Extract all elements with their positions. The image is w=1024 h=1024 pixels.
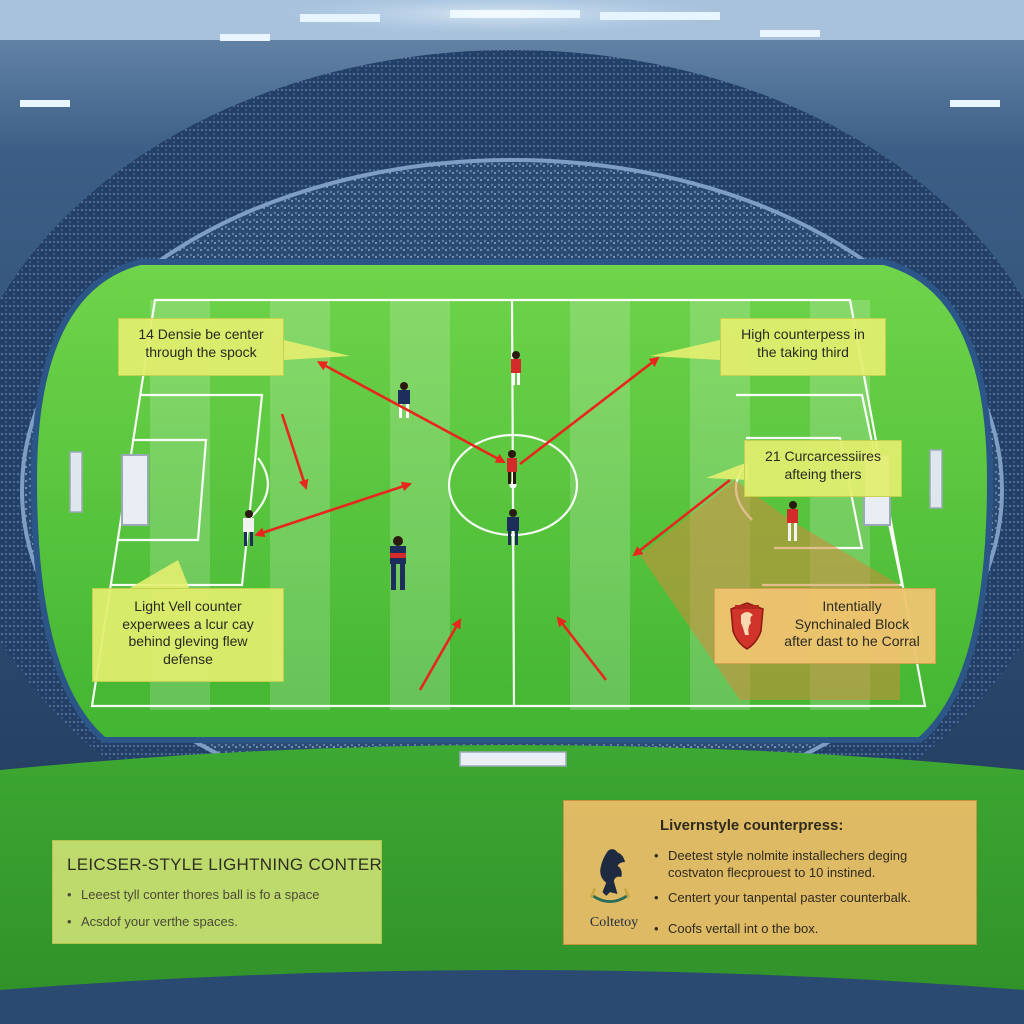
- callout-line: defense: [163, 650, 213, 667]
- callout-line: Light Vell counter: [134, 598, 242, 614]
- arrow: [316, 361, 506, 464]
- left-goal: [69, 451, 149, 526]
- floodlights: [20, 0, 1000, 107]
- callout-line: afteing thers: [784, 465, 862, 482]
- callout-line: High counterpess in: [741, 326, 865, 342]
- callout-line: through the spock: [145, 343, 257, 360]
- panel-bullet: Centert your tanpental paster counterbal…: [654, 890, 964, 907]
- foreground-stand: [0, 970, 1024, 1024]
- panel-title: Livernstyle counterpress:: [660, 817, 844, 834]
- arrow: [418, 618, 462, 691]
- arrow: [632, 478, 731, 557]
- crest-caption: Coltetoy: [589, 915, 639, 930]
- callout-line: behind gleving flew: [128, 633, 248, 649]
- tactical-arrows: [254, 356, 731, 691]
- player-red: [787, 501, 798, 541]
- arrow: [519, 356, 660, 466]
- bottom-goal: [459, 751, 567, 767]
- callout-line: after dast to he Corral: [784, 633, 920, 649]
- callout-dense-center: 14 Densie be center through the spock: [118, 318, 284, 376]
- callout-line: 14 Densie be center: [138, 326, 264, 342]
- callout-line: Intentially: [822, 598, 882, 614]
- callout-counter-pressures: 21 Curcarcessiires afteing thers: [744, 440, 902, 497]
- player-navy: [507, 509, 519, 545]
- panel-title: LEICSER-STYLE LIGHTNING CONTER: [67, 855, 383, 874]
- callout-light-counter: Light Vell counter experwees a lcur cay …: [92, 588, 284, 682]
- callout-high-counterpress: High counterpess in the taking third: [720, 318, 886, 376]
- callout-line: experwees a lcur cay: [122, 615, 254, 632]
- arrow: [280, 413, 309, 490]
- panel-bullet: Deetest style nolmite installechers degi…: [654, 848, 958, 882]
- liverpool-panel: Livernstyle counterpress: Deetest style …: [563, 800, 977, 945]
- panel-bullet: Coofs vertall int o the box.: [654, 921, 964, 938]
- callout-synchronized-block: Intentially Synchinaled Block after dast…: [714, 588, 936, 664]
- player-white: [243, 510, 254, 546]
- panel-bullet-list: Deetest style nolmite installechers degi…: [654, 848, 964, 938]
- liverbird-crest-icon: [589, 849, 631, 903]
- panel-bullet-list: Leeest tyll conter thores ball is fo a s…: [67, 887, 367, 929]
- callout-line: 21 Curcarcessiires: [765, 448, 881, 464]
- player-navy-red: [390, 536, 406, 590]
- callout-line: the taking third: [757, 343, 849, 360]
- liverpool-liverbird-crest-icon: [730, 602, 764, 650]
- callout-line: Synchinaled Block: [794, 615, 910, 632]
- player-red: [507, 450, 517, 484]
- panel-bullet: Leeest tyll conter thores ball is fo a s…: [67, 887, 367, 902]
- panel-bullet: Acsdof your verthe spaces.: [67, 914, 367, 929]
- leicester-panel: LEICSER-STYLE LIGHTNING CONTER Leeest ty…: [52, 840, 382, 944]
- callout-pointers: [130, 340, 748, 590]
- arrow: [556, 616, 608, 681]
- arrow: [254, 481, 412, 538]
- player-red: [511, 351, 521, 385]
